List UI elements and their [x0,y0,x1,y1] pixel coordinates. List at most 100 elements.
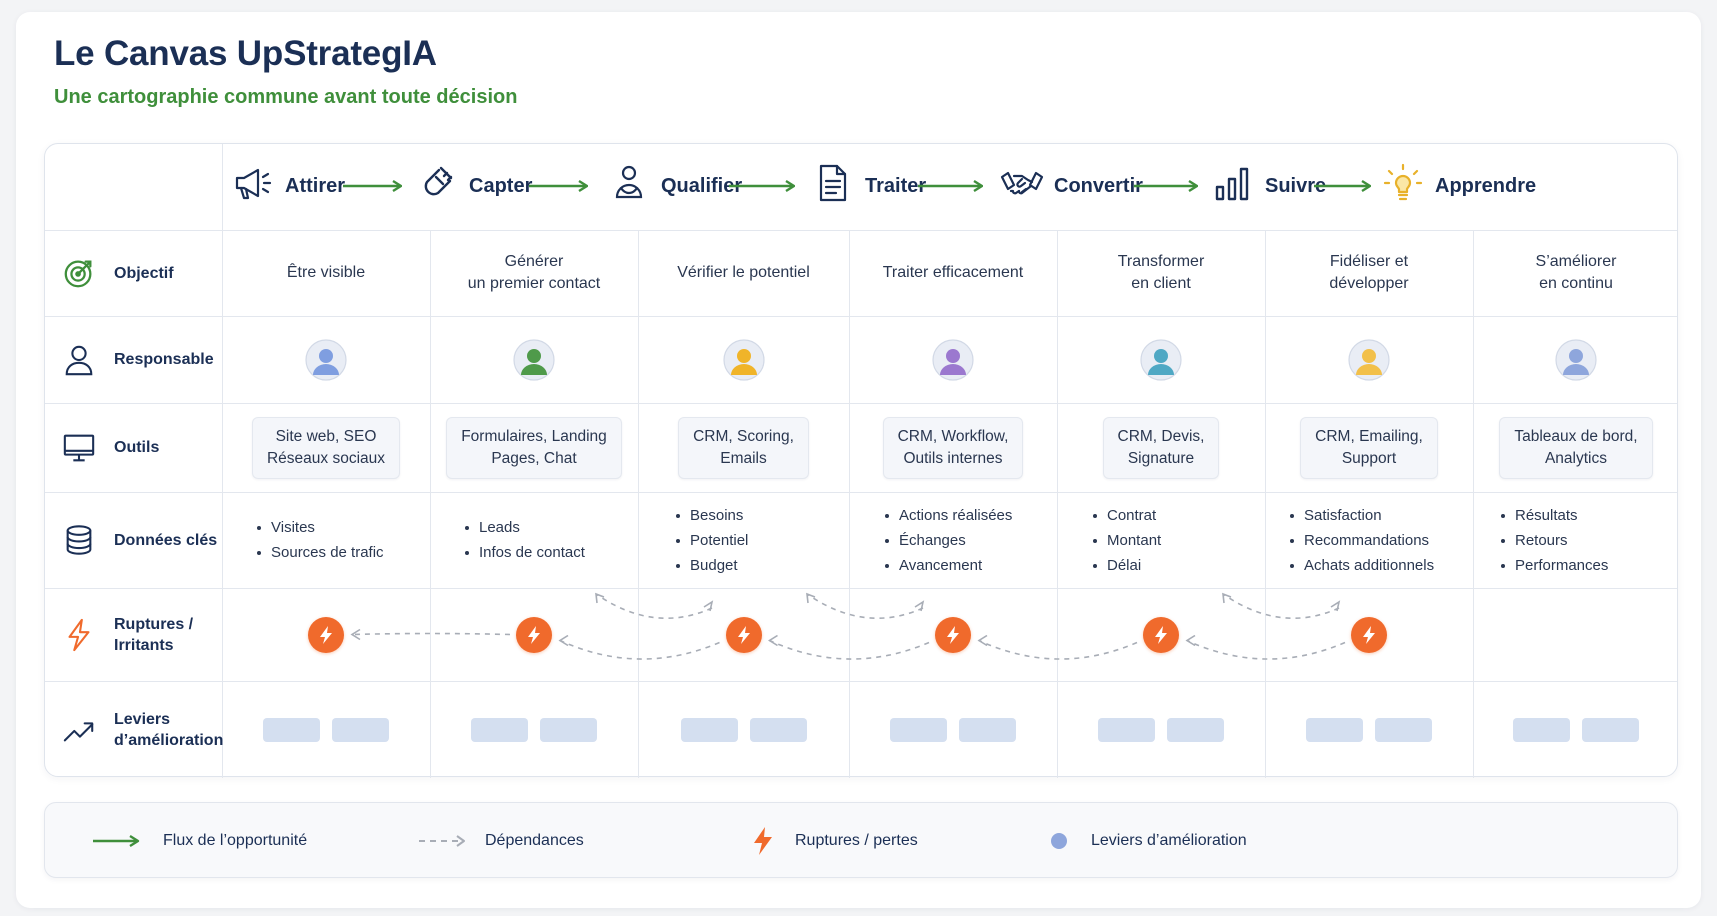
grid-row-divider [45,492,1677,493]
tool-chip: Tableaux de bord, Analytics [1499,416,1653,479]
stage-label: Convertir [1054,174,1143,197]
stage-label: Suivre [1265,174,1327,197]
lever-placeholder[interactable] [890,717,947,742]
tool-chip: Formulaires, Landing Pages, Chat [446,416,622,479]
stage-qualifier: Qualifier [607,164,742,208]
rupture-bolt-icon [308,616,344,653]
objectif-cell: Fidéliser et développer [1329,253,1409,292]
objectif-cell: Traiter efficacement [882,264,1024,281]
objectif-cell: S’améliorer en continu [1535,253,1617,292]
target-icon [61,255,97,291]
lever-placeholder[interactable] [959,717,1016,742]
outils-cell: CRM, Workflow, Outils internes [849,403,1057,492]
lever-placeholder[interactable] [1513,717,1570,742]
legend-dependencies-label: Dépendances [485,832,584,849]
grid-row-divider [45,230,1677,231]
row-label-objectif: Objectif [45,230,222,316]
rupture-bolt-icon [1351,616,1387,653]
grid-column-divider [638,230,639,778]
rupture-bolt-icon [725,616,762,653]
lever-placeholder[interactable] [1167,717,1224,742]
avatar [1140,338,1182,381]
row-label-text: Données clés [114,531,218,549]
legend-dependencies: Dépendances [417,803,584,879]
lever-placeholder[interactable] [471,717,528,742]
legend-flow-arrow-icon [93,834,140,848]
lever-placeholder[interactable] [540,717,597,742]
avatar [305,338,347,381]
outils-cell: Formulaires, Landing Pages, Chat [430,403,638,492]
row-label-text: Objectif [114,264,174,282]
legend-dashed-arrow-icon [419,835,465,847]
list-item: Actions réalisées [883,503,1012,528]
list-item: Potentiel [674,528,748,553]
list-item: Satisfaction [1288,503,1434,528]
legend-flow: Flux de l’opportunité [91,803,307,879]
list-item: Leads [463,515,585,540]
avatar [1348,338,1390,381]
outils-cell: CRM, Emailing, Support [1265,403,1473,492]
row-label-text: Ruptures / Irritants [114,615,194,654]
rupture-bolt-icon [516,616,552,653]
grid-row-divider [45,403,1677,404]
lever-placeholder[interactable] [263,717,320,742]
list-item: Sources de trafic [255,540,384,565]
outils-cell: Tableaux de bord, Analytics [1473,403,1679,492]
lever-placeholder[interactable] [1306,717,1363,742]
outils-cell: Site web, SEO Réseaux sociaux [222,403,430,492]
row-label-leviers: Leviers d’amélioration [45,681,224,778]
objectif-cell: Vérifier le potentiel [677,264,810,281]
handshake-icon [1000,161,1044,211]
legend: Flux de l’opportunité Dépendances Ruptur… [44,802,1678,878]
stage-label: Qualifier [661,174,743,197]
outils-cell: CRM, Scoring, Emails [638,403,849,492]
list-item: Contrat [1091,503,1161,528]
row-label-ruptures: Ruptures / Irritants [45,588,222,681]
grid-column-divider [1473,230,1474,778]
trend-up-icon [61,712,97,748]
stage-label: Traiter [865,174,927,197]
lever-placeholder[interactable] [1098,717,1155,742]
list-item: Avancement [883,553,1012,578]
grid-row-divider [45,588,1677,589]
grid-row-divider [45,316,1677,317]
row-label-text: Responsable [114,351,214,368]
grid-column-divider [222,144,223,778]
list-item: Résultats [1499,503,1608,528]
grid-column-divider [1265,230,1266,778]
monitor-icon [61,430,97,466]
objectif-cell: Transformer en client [1117,253,1205,292]
avatar [513,338,555,381]
grid-column-divider [430,230,431,778]
flow-arrow-icon [1134,179,1198,193]
list-item: Montant [1091,528,1161,553]
bar-chart-icon [1211,161,1255,211]
list-item: Visites [255,515,384,540]
avatar [932,338,974,381]
stage-apprendre: Apprendre [1381,163,1536,208]
grid-row-divider [45,681,1677,682]
list-item: Performances [1499,553,1608,578]
row-label-text: Leviers d’amélioration [114,710,224,749]
lever-placeholder[interactable] [332,717,389,742]
grid-column-divider [849,230,850,778]
list-item: Échanges [883,528,1012,553]
avatar [722,338,765,381]
person-icon [61,342,97,378]
stage-capter: Capter [415,164,532,208]
megaphone-icon [231,161,275,211]
lever-placeholder[interactable] [1375,717,1432,742]
lever-placeholder[interactable] [1582,717,1639,742]
objectif-cell: Être visible [286,264,366,281]
grid-column-divider [1057,230,1058,778]
legend-leviers: Leviers d’amélioration [1051,803,1247,879]
list-item: Retours [1499,528,1608,553]
legend-leviers-label: Leviers d’amélioration [1091,832,1247,849]
lever-placeholder[interactable] [749,717,807,742]
row-label-outils: Outils [45,403,222,492]
lever-placeholder[interactable] [680,717,738,742]
